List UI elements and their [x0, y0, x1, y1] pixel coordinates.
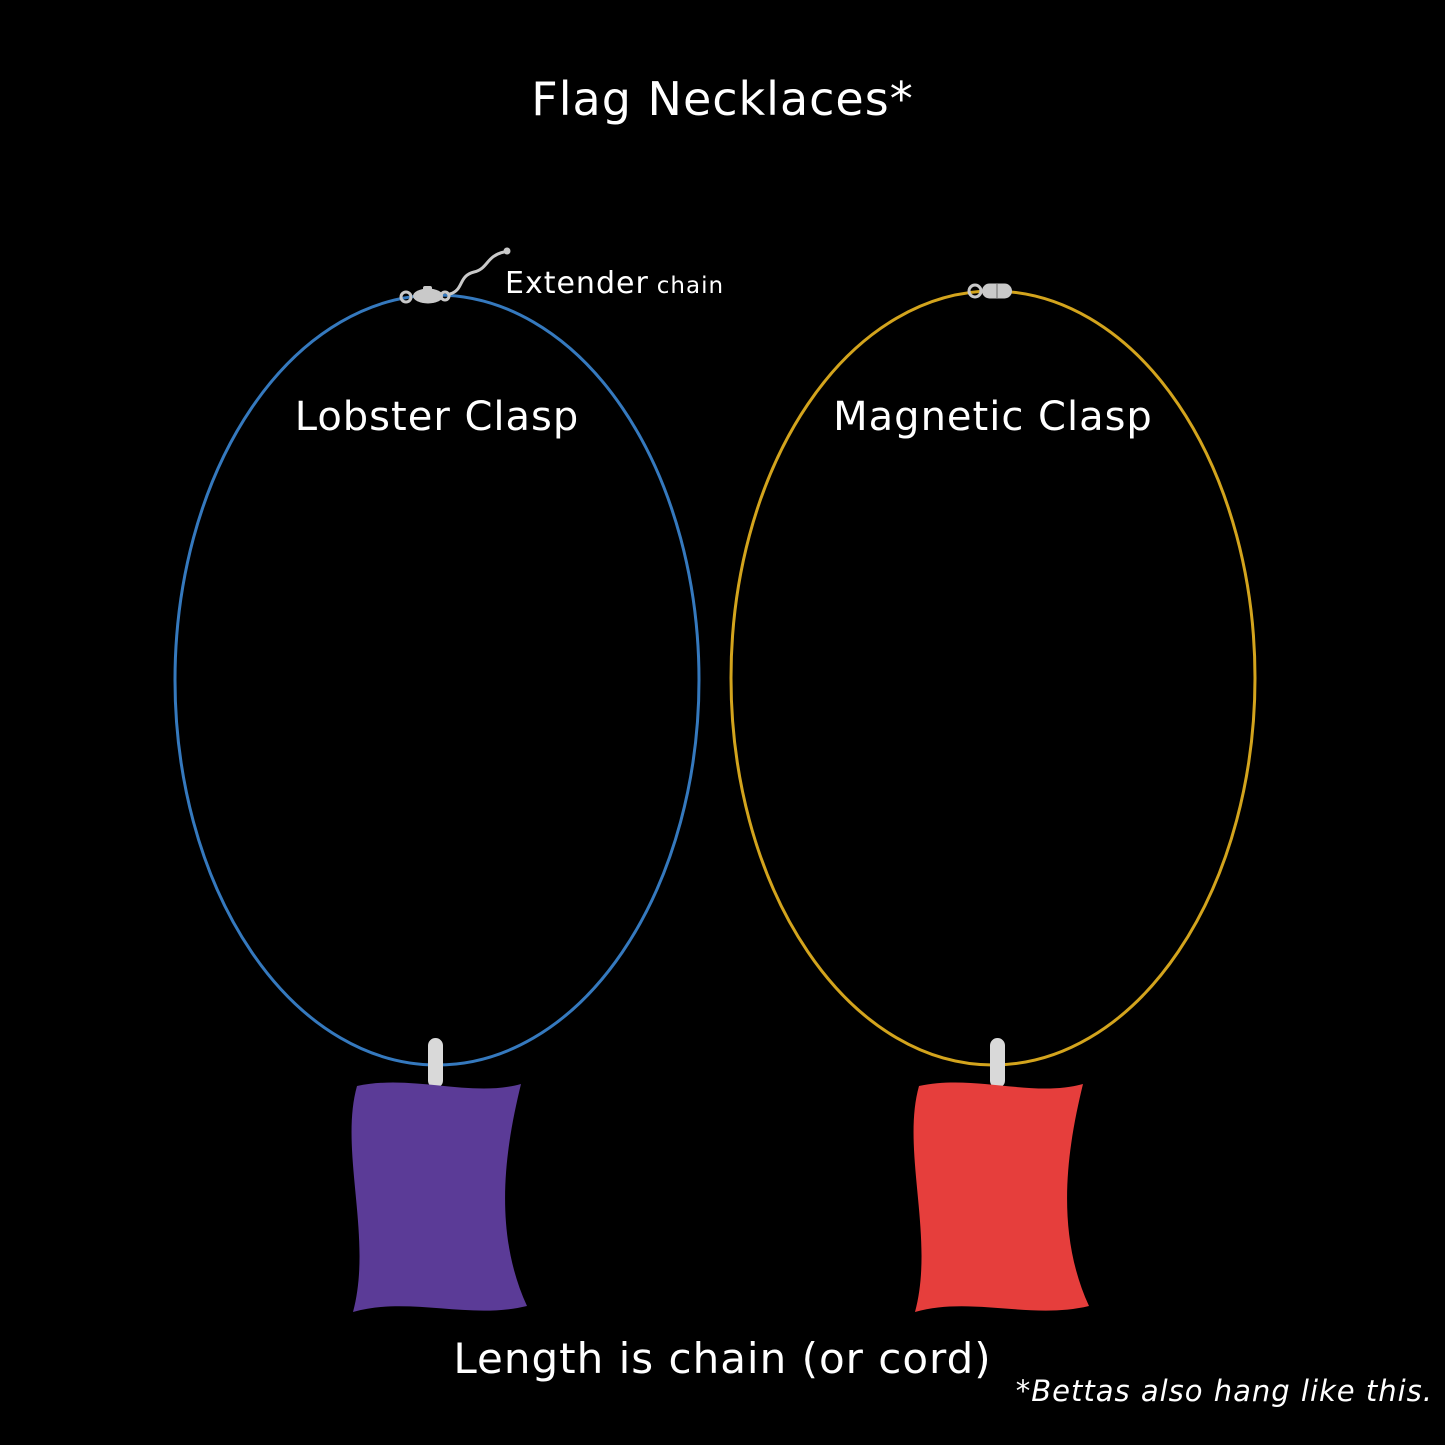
lobster-clasp-ring	[399, 290, 413, 304]
lobster-clasp-body	[413, 288, 443, 304]
extender-chain-label: Extender chain	[505, 266, 724, 301]
lobster-clasp-icon	[399, 247, 511, 304]
lobster-clasp-jump-ring	[439, 290, 451, 302]
lobster-clasp-label: Lobster Clasp	[294, 394, 580, 440]
extender-chain-label-small: chain	[656, 273, 725, 299]
page-title: Flag Necklaces*	[531, 72, 914, 126]
magnetic-clasp-ring	[967, 283, 983, 299]
left-flag-bail	[428, 1038, 443, 1088]
right-flag-pendant	[913, 1082, 1089, 1312]
extender-chain-label-main: Extender	[505, 266, 649, 301]
length-caption: Length is chain (or cord)	[453, 1334, 992, 1383]
extender-chain-line	[448, 250, 506, 296]
magnetic-clasp-label: Magnetic Clasp	[833, 394, 1153, 440]
left-flag-pendant	[351, 1082, 527, 1312]
footnote-bettas: *Bettas also hang like this.	[1015, 1374, 1433, 1408]
magnetic-clasp-icon	[967, 283, 1012, 299]
right-flag-bail	[990, 1038, 1005, 1088]
extender-chain-end	[503, 247, 511, 255]
